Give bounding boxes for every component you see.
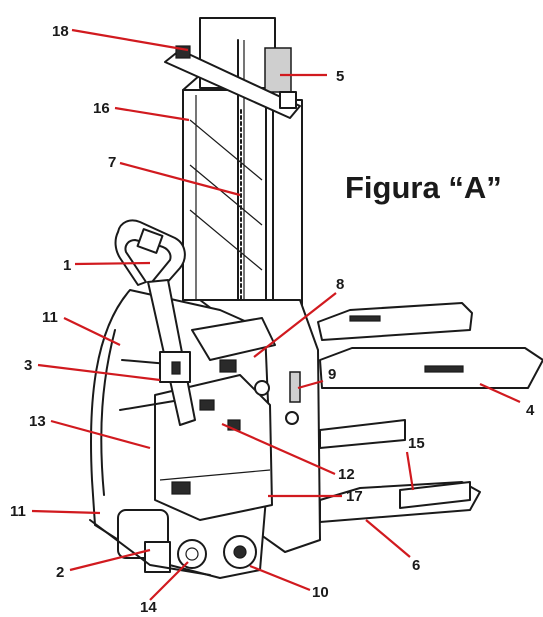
callout-5: 5 (336, 68, 344, 85)
callout-10: 10 (312, 584, 329, 601)
callout-6: 6 (412, 557, 420, 574)
forks (317, 302, 543, 523)
body (90, 289, 321, 579)
callout-3: 3 (24, 357, 32, 374)
callout-12: 12 (338, 466, 355, 483)
mast (164, 17, 303, 351)
figure-title: Figura “A” (345, 170, 502, 205)
callout-15: 15 (408, 435, 425, 452)
tiller (114, 219, 196, 426)
callout-13: 13 (29, 413, 46, 430)
callout-16: 16 (93, 100, 110, 117)
callout-9: 9 (328, 366, 336, 383)
callout-11-lower: 11 (10, 503, 26, 520)
callout-numbers: 18 5 16 7 1 8 11 3 9 4 13 15 12 17 11 6 … (10, 23, 535, 616)
callout-17: 17 (346, 488, 363, 505)
wheels (89, 509, 257, 576)
callout-2: 2 (56, 564, 64, 581)
callout-18: 18 (52, 23, 69, 40)
callout-11-upper: 11 (42, 309, 58, 326)
leader-lines (31, 28, 521, 601)
callout-4: 4 (526, 402, 535, 419)
callout-14: 14 (140, 599, 157, 616)
callout-8: 8 (336, 276, 344, 293)
callout-1: 1 (63, 257, 71, 274)
callout-7: 7 (108, 154, 116, 171)
